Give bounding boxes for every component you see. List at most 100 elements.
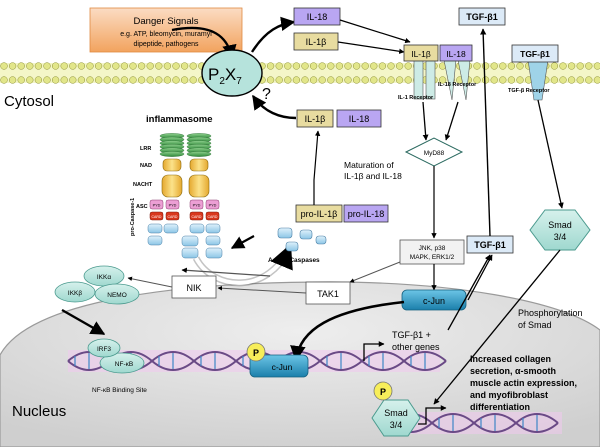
svg-text:PYD: PYD <box>169 204 177 208</box>
phospho-badge-cjun <box>246 342 266 362</box>
nfkb-binding-site: NF-κB Binding Site <box>92 387 147 394</box>
maturation-line2: IL-1β and IL-18 <box>344 171 402 181</box>
il18-intracellular: IL-18 <box>336 109 382 128</box>
arrow-smad-to-nucleus <box>433 249 561 405</box>
danger-line2: dipeptide, pathogens <box>134 41 199 48</box>
arrow-cjun-to-tgf <box>467 254 493 301</box>
maturation-line1: Maturation of <box>344 160 394 170</box>
transcription-arrow-upper <box>363 341 385 361</box>
smad-nuc-line2: 3/4 <box>390 420 403 430</box>
arrow-mapk-to-tak1 <box>349 261 401 283</box>
mapk-line1: JNK, p38 <box>419 245 446 252</box>
svg-text:PYD: PYD <box>209 204 217 208</box>
nacht-label: NACHT <box>133 182 153 188</box>
p2x7-p: P <box>208 65 219 84</box>
svg-text:PYD: PYD <box>193 204 201 208</box>
svg-text:secretion, α-smooth: secretion, α-smooth <box>470 366 556 376</box>
svg-text:CARD: CARD <box>152 215 162 219</box>
il1-il18-receptor-complex: IL-1β IL-18 IL-18 Receptor IL-1 Receptor <box>398 44 477 101</box>
smad-nuc-line1: Smad <box>384 408 408 418</box>
transcription-arrow-lower <box>418 405 447 425</box>
irf3-label: IRF3 <box>97 346 111 353</box>
lrr-label: LRR <box>140 146 151 152</box>
arrow-il18r-to-myd88 <box>444 101 459 141</box>
myd88: MyD88 <box>404 137 464 167</box>
smad-nucleus: Smad 3/4 P <box>371 381 421 437</box>
danger-title: Danger Signals <box>134 16 199 27</box>
danger-line1: e.g. ATP, bleomycin, muramyl <box>120 31 212 38</box>
svg-text:TAK1: TAK1 <box>317 289 339 299</box>
svg-text:and myofibroblast: and myofibroblast <box>470 390 548 400</box>
arrow-p2x7-to-il-release <box>250 16 296 53</box>
phospho-badge-smad <box>373 381 393 401</box>
arrow-nik-to-ikk <box>127 276 173 288</box>
il1b-intracellular: IL-1β <box>296 109 334 128</box>
tgfb1-extracellular: TGF-β1 <box>458 7 506 26</box>
ikk-complex: IKKα IKKβ NEMO <box>54 265 140 305</box>
il18-extracellular: IL-18 <box>293 7 341 26</box>
p2x7-x: X <box>225 65 236 84</box>
tak1-box: TAK1 <box>305 281 351 305</box>
nucleus-label: Nucleus <box>12 403 66 420</box>
mapk-box: JNK, p38 MAPK, ERK1/2 <box>399 239 465 265</box>
p2x7-receptor: P2X7 <box>201 49 263 97</box>
nfkb-label: NF-κB <box>115 361 133 368</box>
cjun-cytoplasm: c-Jun <box>401 289 467 311</box>
nik-box: NIK <box>171 275 217 299</box>
smad-cytoplasm: Smad 3/4 <box>529 209 591 251</box>
arrow-to-caspase <box>230 235 255 249</box>
active-caspases: Active Caspases <box>268 227 327 264</box>
inflammasome: inflammasome LRR NAD NACHT ASC pro-Caspa… <box>130 114 223 259</box>
svg-text:IL-18: IL-18 <box>349 114 370 124</box>
smad-cyto-line2: 3/4 <box>554 232 567 242</box>
svg-text:c-Jun: c-Jun <box>272 362 293 372</box>
svg-text:MyD88: MyD88 <box>424 150 445 157</box>
svg-text:CARD: CARD <box>208 215 218 219</box>
svg-text:IL-18: IL-18 <box>307 12 328 22</box>
asc-label: ASC <box>136 204 148 210</box>
il1b-extracellular: IL-1β <box>293 32 339 51</box>
arrow-tak1-to-nik <box>217 285 307 294</box>
arrow-genes-to-tgf <box>447 254 491 331</box>
svg-text:CARD: CARD <box>168 215 178 219</box>
il1b-bound: IL-1β <box>411 49 431 59</box>
il1-receptor-label: IL-1 Receptor <box>398 95 434 101</box>
dna-strand-lower <box>389 412 562 434</box>
p2x7-sub1: 2 <box>219 76 225 87</box>
ikk-beta: IKKβ <box>68 290 82 297</box>
nemo: NEMO <box>107 292 127 299</box>
activation-curve <box>194 243 293 285</box>
pro-il1b: pro-IL-1β <box>295 204 343 223</box>
danger-signals-box: Danger Signals e.g. ATP, bleomycin, mura… <box>89 7 243 53</box>
svg-text:CARD: CARD <box>192 215 202 219</box>
svg-text:IL-1β: IL-1β <box>306 37 327 47</box>
tgfb-receptor-label: TGF-β Receptor <box>508 88 550 94</box>
mapk-line2: MAPK, ERK1/2 <box>410 254 455 261</box>
tgf-genes-line1: TGF-β1 + <box>392 330 431 340</box>
arrow-il-to-p2x7 <box>252 94 297 120</box>
phospho-line1: Phosphorylation <box>518 308 583 318</box>
svg-text:c-Jun: c-Jun <box>423 296 445 306</box>
svg-text:PYD: PYD <box>153 204 161 208</box>
p2x7-sub2: 7 <box>236 76 242 87</box>
smad-cyto-line1: Smad <box>548 220 572 230</box>
arrow-to-nik <box>181 267 271 277</box>
ikk-alpha: IKKα <box>97 274 111 281</box>
question-mark: ? <box>262 86 271 103</box>
svg-text:muscle actin expression,: muscle actin expression, <box>470 378 577 388</box>
nfkb-complex: IRF3 NF-κB NF-κB Binding Site <box>87 338 147 394</box>
svg-text:P: P <box>380 387 386 397</box>
arrow-il18-to-receptor <box>339 19 411 44</box>
cytosol-label: Cytosol <box>4 93 54 110</box>
svg-text:Increased collagen: Increased collagen <box>470 354 551 364</box>
svg-text:differentiation: differentiation <box>470 402 530 412</box>
svg-text:IL-1β: IL-1β <box>305 114 326 124</box>
svg-text:pro-IL-18: pro-IL-18 <box>348 209 385 219</box>
arrow-maturation <box>313 130 321 205</box>
arrow-il1r-to-myd88 <box>422 101 429 141</box>
arrow-tgf-secretion <box>480 28 491 237</box>
il18-bound: IL-18 <box>446 49 466 59</box>
svg-text:pro-IL-1β: pro-IL-1β <box>301 209 338 219</box>
